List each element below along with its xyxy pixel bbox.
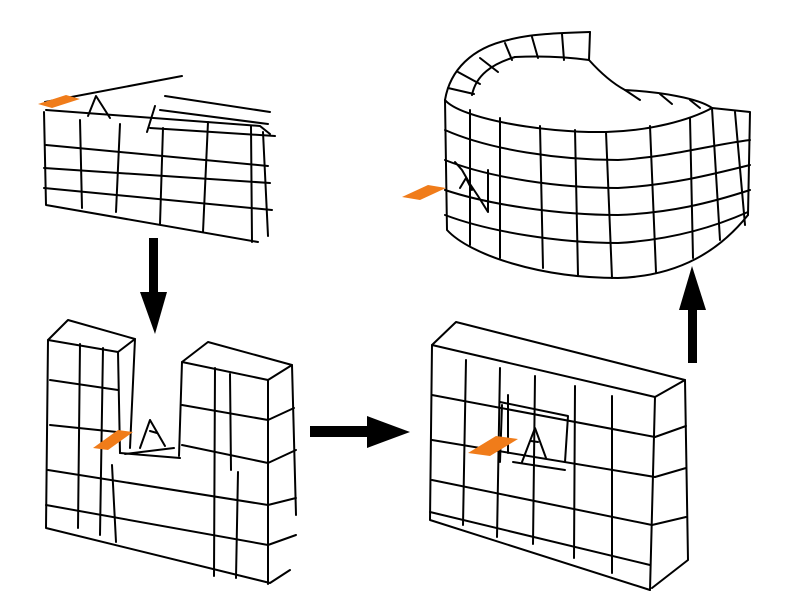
orange-marker-4 (402, 185, 446, 200)
arrow-right (310, 416, 410, 448)
panel-top-right (402, 31, 751, 279)
panel-bottom-right (429, 321, 689, 591)
orange-marker-3 (468, 436, 518, 456)
orange-marker-2 (93, 430, 133, 450)
arrow-down (140, 238, 167, 334)
panel-bottom-left (45, 319, 297, 585)
orange-marker-1 (38, 95, 80, 108)
panel-top-left (38, 75, 276, 243)
arrow-up (679, 266, 706, 363)
